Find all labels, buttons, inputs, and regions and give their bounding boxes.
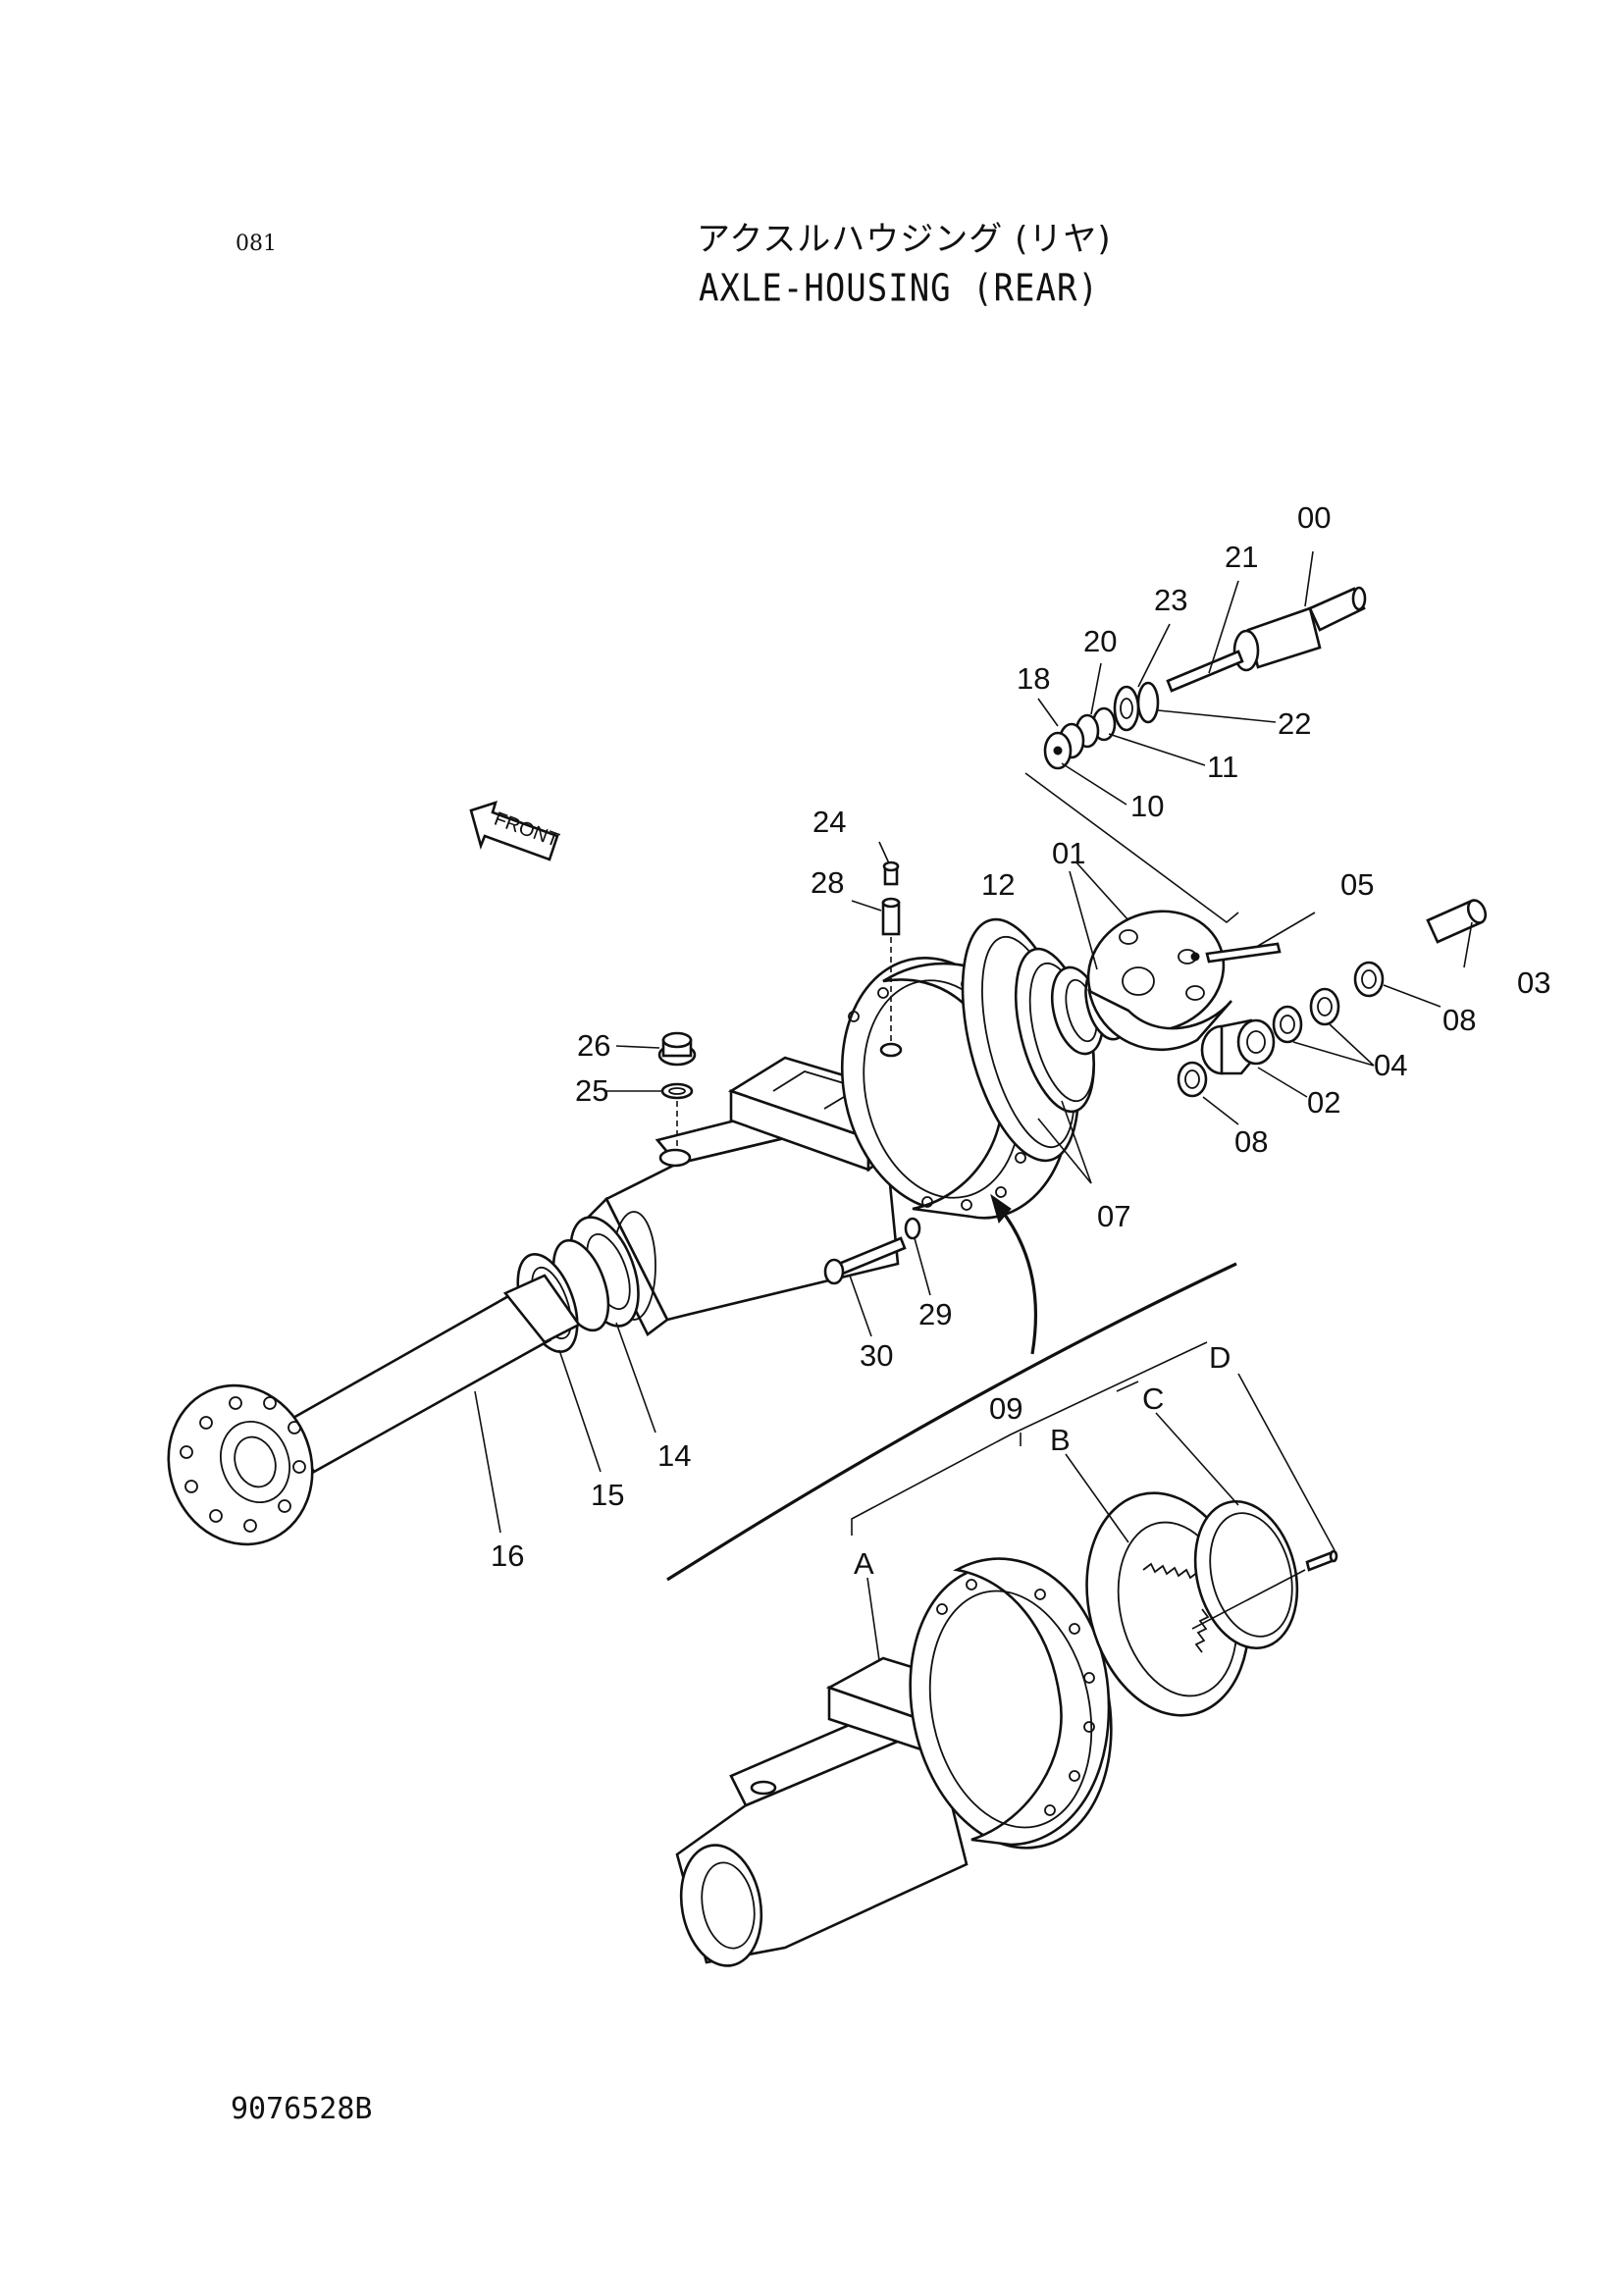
callout-08-left: 08 bbox=[1234, 1124, 1268, 1159]
planet-carrier-01 bbox=[1086, 910, 1232, 1051]
callout-d: D bbox=[1209, 1340, 1231, 1375]
washer-22 bbox=[1136, 681, 1160, 724]
callout-25: 25 bbox=[575, 1073, 608, 1108]
plug-26 bbox=[657, 1031, 697, 1067]
callout-22: 22 bbox=[1278, 706, 1311, 741]
callout-c: C bbox=[1142, 1382, 1164, 1416]
callout-04: 04 bbox=[1374, 1048, 1407, 1082]
drawing-number: 9076528B bbox=[231, 2092, 373, 2126]
callout-03: 03 bbox=[1517, 965, 1550, 1000]
callout-14: 14 bbox=[657, 1438, 691, 1473]
title-japanese: アクスルハウジング (リヤ) bbox=[697, 220, 1112, 259]
callout-07: 07 bbox=[1097, 1199, 1130, 1233]
callout-09: 09 bbox=[989, 1391, 1022, 1426]
washer-23 bbox=[1113, 685, 1140, 732]
callout-23: 23 bbox=[1154, 583, 1187, 617]
callout-21: 21 bbox=[1225, 540, 1258, 574]
callout-15: 15 bbox=[591, 1478, 624, 1512]
callout-20: 20 bbox=[1083, 624, 1117, 658]
callout-labels: 00 21 23 20 18 22 11 10 24 28 01 05 12 0… bbox=[491, 500, 1550, 1581]
title-english: AXLE-HOUSING (REAR) bbox=[699, 267, 1099, 311]
callout-10: 10 bbox=[1130, 789, 1164, 823]
leader-lines bbox=[474, 550, 1473, 1661]
callout-08-right: 08 bbox=[1442, 1003, 1476, 1037]
planet-gear-02 bbox=[1200, 1018, 1276, 1075]
detail-pin-d bbox=[1305, 1549, 1338, 1572]
callout-05: 05 bbox=[1340, 867, 1374, 902]
callout-26: 26 bbox=[577, 1028, 610, 1063]
callout-16: 16 bbox=[491, 1538, 524, 1573]
callout-11: 11 bbox=[1207, 750, 1238, 784]
callout-29: 29 bbox=[918, 1297, 952, 1331]
callout-02: 02 bbox=[1307, 1085, 1340, 1120]
detail-bracket-lines bbox=[851, 1341, 1208, 1536]
fitting-28 bbox=[881, 897, 901, 936]
front-arrow-icon: FRONT bbox=[469, 801, 562, 861]
sun-gear-shaft-00 bbox=[1232, 586, 1367, 672]
callout-28: 28 bbox=[811, 865, 844, 900]
callout-24: 24 bbox=[812, 805, 846, 839]
pin-05 bbox=[1205, 942, 1282, 964]
callout-01: 01 bbox=[1052, 836, 1085, 870]
axle-shaft-16 bbox=[167, 1274, 581, 1546]
bolt-21 bbox=[1166, 650, 1244, 693]
thrust-washer-08-left bbox=[1177, 1061, 1208, 1098]
callout-b: B bbox=[1050, 1423, 1071, 1457]
shaft-03 bbox=[1426, 899, 1488, 944]
detail-callout-arrow bbox=[666, 1193, 1237, 1582]
callout-30: 30 bbox=[860, 1338, 893, 1373]
bearing-14 bbox=[551, 1216, 640, 1332]
o-ring-25 bbox=[660, 1082, 694, 1100]
needle-bearing-04 bbox=[1272, 987, 1340, 1044]
detail-axle-housing-a bbox=[675, 1557, 1113, 1967]
page-code: 081 bbox=[236, 232, 277, 256]
washer-29 bbox=[904, 1217, 921, 1240]
callout-18: 18 bbox=[1017, 661, 1050, 696]
thrust-washer-08-right bbox=[1353, 961, 1385, 998]
callout-00: 00 bbox=[1297, 500, 1331, 535]
callout-12: 12 bbox=[981, 867, 1015, 902]
callout-a: A bbox=[854, 1546, 874, 1581]
bolt-30 bbox=[823, 1236, 907, 1285]
detail-retainer-c bbox=[1193, 1499, 1299, 1650]
breather-24 bbox=[882, 860, 900, 886]
